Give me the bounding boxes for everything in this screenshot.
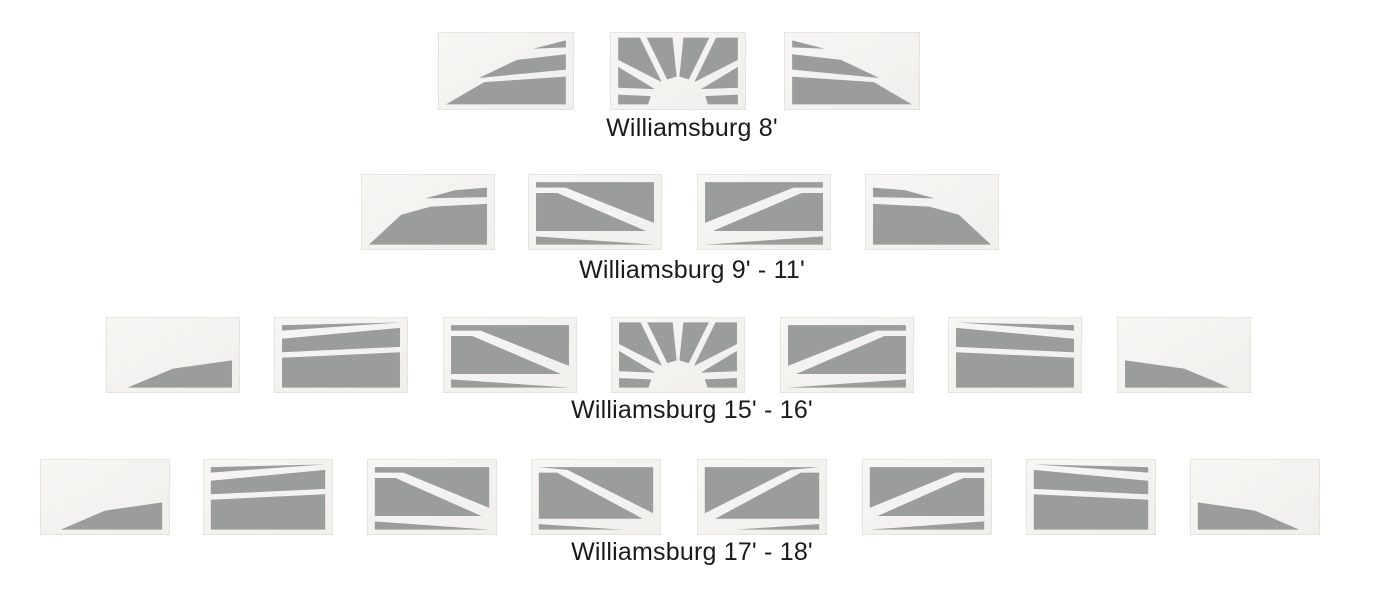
caption-williamsburg-8: Williamsburg 8' bbox=[606, 114, 778, 142]
window-pane-right-corner-low bbox=[1190, 459, 1320, 535]
window-pane-rays-right bbox=[780, 317, 914, 393]
window-pane-left-corner-low bbox=[40, 459, 170, 535]
window-pane-sunburst bbox=[610, 32, 746, 110]
window-pane-rays-left bbox=[367, 459, 497, 535]
caption-williamsburg-15-16: Williamsburg 15' - 16' bbox=[571, 396, 813, 424]
window-pane-bars-left bbox=[274, 317, 408, 393]
window-pane-bars-right bbox=[1026, 459, 1156, 535]
window-pane-sunburst bbox=[611, 317, 745, 393]
caption-williamsburg-9-11: Williamsburg 9' - 11' bbox=[579, 256, 805, 284]
window-pane-left-rays bbox=[438, 32, 574, 110]
window-pane-right-rays bbox=[784, 32, 920, 110]
window-pane-bars-right bbox=[948, 317, 1082, 393]
window-pane-right-corner bbox=[865, 174, 999, 250]
caption-williamsburg-17-18: Williamsburg 17' - 18' bbox=[571, 538, 813, 566]
window-pane-left-corner bbox=[361, 174, 495, 250]
window-pane-left-corner-low bbox=[106, 317, 240, 393]
window-pane-right-corner-low bbox=[1117, 317, 1251, 393]
window-pane-fan-right bbox=[697, 459, 827, 535]
window-pane-rays-left bbox=[528, 174, 662, 250]
window-pane-fan-left bbox=[531, 459, 661, 535]
window-pane-rays-right bbox=[697, 174, 831, 250]
window-pane-bars-left bbox=[203, 459, 333, 535]
window-pane-rays-right bbox=[862, 459, 992, 535]
window-pane-rays-left bbox=[443, 317, 577, 393]
